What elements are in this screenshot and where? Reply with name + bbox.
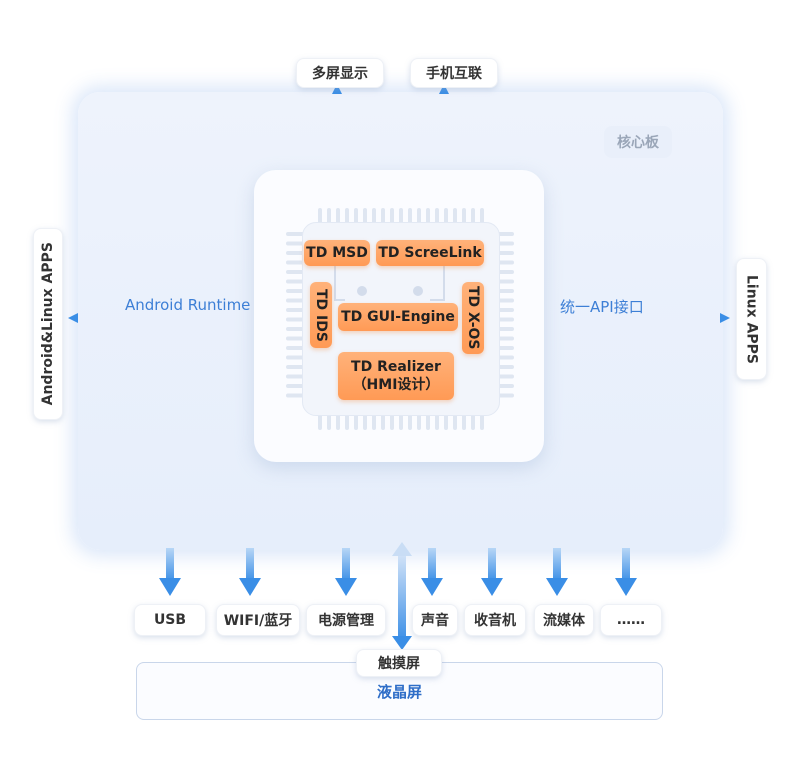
module-td-ids: TD IDS xyxy=(310,282,332,348)
module-td-realizer: TD Realizer （HMI设计） xyxy=(338,352,454,400)
android-linux-apps-label: Android&Linux APPS xyxy=(40,242,56,406)
peripheral-radio: 收音机 xyxy=(464,604,526,636)
module-td-gui-engine: TD GUI-Engine xyxy=(338,303,458,331)
down-arrowhead xyxy=(239,578,261,596)
lcd-screen-label: 液晶屏 xyxy=(376,682,422,701)
down-arrowhead xyxy=(159,578,181,596)
down-arrowhead xyxy=(481,578,503,596)
down-arrow-shaft xyxy=(342,548,350,582)
peripheral-wifi-bluetooth: WIFI/蓝牙 xyxy=(216,604,300,636)
lcd-screen: 液晶屏 xyxy=(136,662,663,720)
up-arrowhead-msd xyxy=(332,84,342,94)
peripheral-more: …… xyxy=(600,604,662,636)
down-arrowhead xyxy=(421,578,443,596)
touch-screen: 触摸屏 xyxy=(356,649,442,677)
android-runtime-label: Android Runtime xyxy=(125,296,251,314)
down-arrow-shaft xyxy=(488,548,496,582)
android-linux-apps: Android&Linux APPS xyxy=(33,228,63,420)
right-arrowhead xyxy=(720,313,730,323)
down-arrowhead xyxy=(615,578,637,596)
down-arrow-shaft xyxy=(166,548,174,582)
module-td-ids-label: TD IDS xyxy=(313,288,329,342)
unified-api-label: 统一API接口 xyxy=(560,298,644,316)
core-board-label: 核心板 xyxy=(604,126,672,158)
module-td-realizer-subtitle: （HMI设计） xyxy=(352,377,440,393)
up-arrowhead-screelink xyxy=(439,84,449,94)
down-arrow-shaft xyxy=(246,548,254,582)
down-arrow-shaft xyxy=(622,548,630,582)
touch-arrow-up-head xyxy=(392,542,412,556)
module-td-msd: TD MSD xyxy=(304,240,370,266)
down-arrow-shaft xyxy=(553,548,561,582)
touch-arrow-down-head xyxy=(392,636,412,650)
peripheral-sound: 声音 xyxy=(412,604,458,636)
peripheral-usb: USB xyxy=(134,604,206,636)
module-td-xos-label: TD X-OS xyxy=(465,286,481,350)
peripheral-power-management: 电源管理 xyxy=(306,604,386,636)
output-phone-link: 手机互联 xyxy=(410,58,498,88)
down-arrow-shaft xyxy=(428,548,436,582)
output-multi-screen: 多屏显示 xyxy=(296,58,384,88)
down-arrowhead xyxy=(335,578,357,596)
left-arrowhead xyxy=(68,313,78,323)
touch-arrow-shaft xyxy=(398,556,406,642)
linux-apps-label: Linux APPS xyxy=(743,274,760,364)
module-td-xos: TD X-OS xyxy=(462,282,484,354)
linux-apps: Linux APPS xyxy=(736,258,767,380)
module-td-screelink: TD ScreeLink xyxy=(376,240,484,266)
down-arrowhead xyxy=(546,578,568,596)
module-td-realizer-title: TD Realizer xyxy=(351,359,441,375)
peripheral-streaming: 流媒体 xyxy=(534,604,594,636)
